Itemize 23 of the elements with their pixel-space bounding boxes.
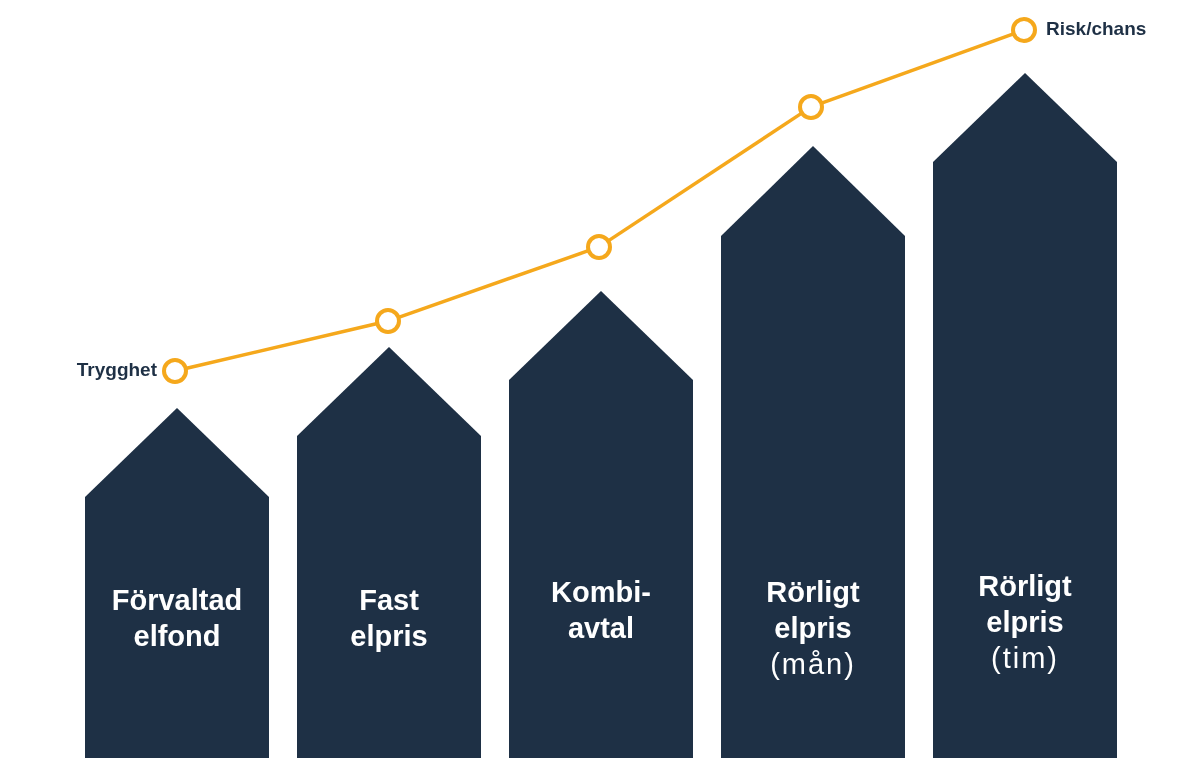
marker-circle	[797, 93, 825, 121]
arrow-house-shape	[509, 291, 693, 758]
arrow-house-shape	[85, 408, 269, 758]
option-title: Kombi- avtal	[550, 575, 652, 646]
connector-line	[608, 112, 802, 242]
scale-label: Trygghet	[76, 359, 157, 381]
connector-line	[398, 249, 589, 319]
option-subtitle: (mån)	[769, 647, 857, 682]
arrow-house-shape	[933, 73, 1117, 758]
option-title: Rörligt elpris	[765, 575, 861, 646]
connector-line	[821, 32, 1014, 105]
option-title: Rörligt elpris	[977, 569, 1073, 640]
connector-line	[186, 322, 377, 370]
option-title: Fast elpris	[349, 583, 429, 654]
marker-circle	[1010, 16, 1038, 44]
marker-circle	[374, 307, 402, 335]
arrow-house-shape	[721, 146, 905, 758]
marker-circle	[585, 233, 613, 261]
arrow-house-shape	[297, 347, 481, 758]
scale-label: Risk/chans	[1046, 18, 1147, 40]
option-subtitle: (tim)	[990, 641, 1060, 676]
option-title: Förvaltad elfond	[110, 583, 244, 654]
marker-circle	[161, 357, 189, 385]
